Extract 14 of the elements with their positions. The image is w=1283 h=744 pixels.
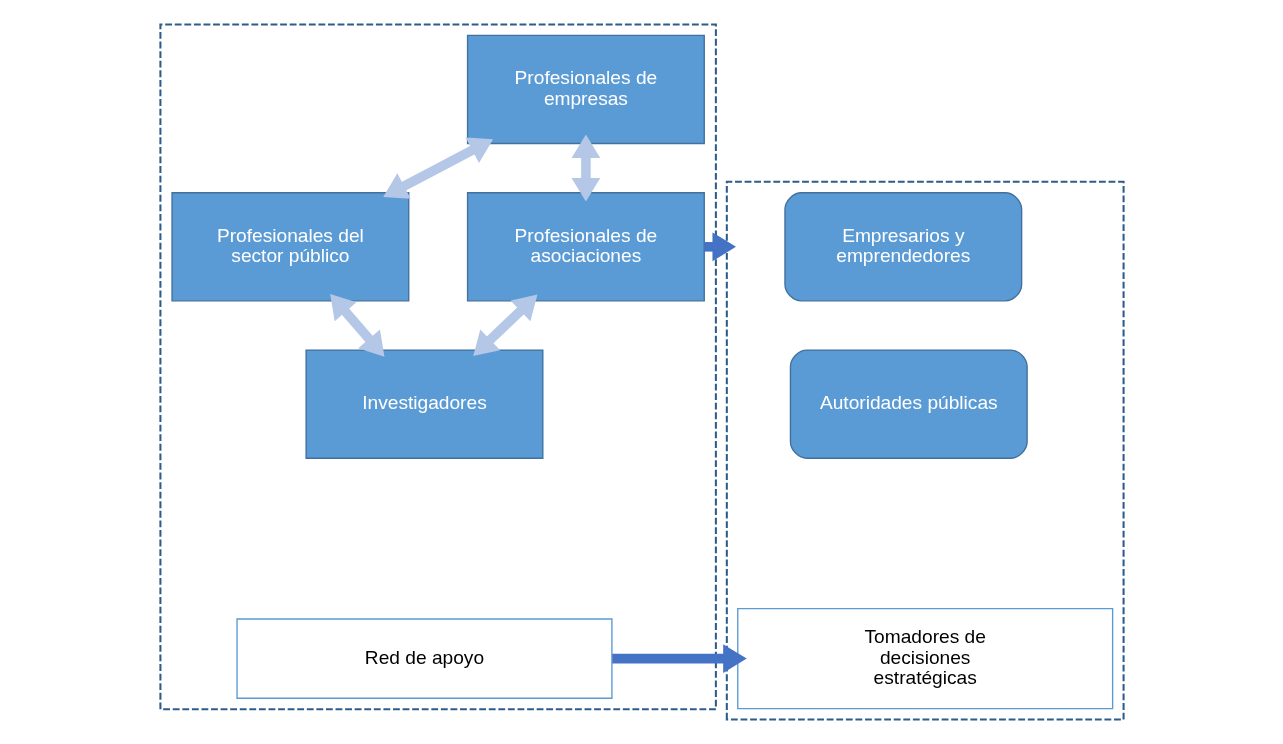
arrow (329, 294, 384, 357)
arrow (472, 294, 537, 357)
cluster (725, 180, 1125, 721)
node-box: Red de apoyo (235, 618, 613, 699)
arrow (611, 644, 747, 674)
node-box: Profesionales de asociaciones (466, 192, 705, 302)
node-box: Investigadores (304, 349, 543, 459)
node-box: Autoridades públicas (789, 349, 1028, 459)
arrow (382, 137, 493, 199)
node-box: Empresarios y emprendedores (783, 192, 1022, 302)
node-box: Profesionales de empresas (466, 34, 705, 145)
node-box: Profesionales del sector público (170, 192, 409, 302)
node-box: Tomadores de decisiones estratégicas (736, 608, 1113, 710)
arrow (571, 134, 600, 202)
